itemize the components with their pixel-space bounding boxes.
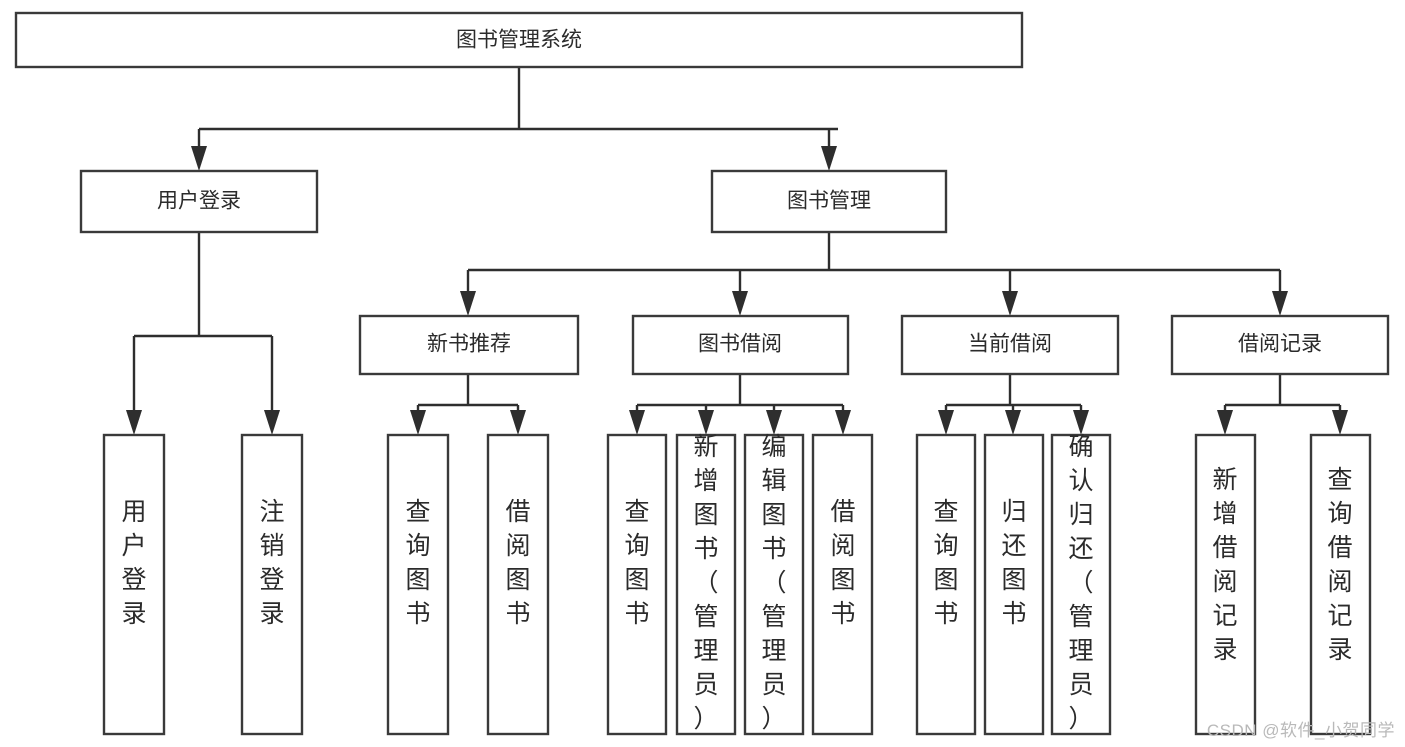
node-user-login[interactable]: 用户登录 <box>79 169 319 234</box>
leaf-borrow-3-rect[interactable] <box>743 433 805 736</box>
leaf-current-2-rect[interactable] <box>983 433 1045 736</box>
arrow-head-borrow <box>732 291 748 316</box>
leaf-new-book-1-rect[interactable] <box>386 433 450 736</box>
leaf-records-2-label: 查询借阅记录 <box>1327 466 1352 664</box>
arrow-head-records-c2 <box>1332 410 1348 435</box>
node-new-book-recommend-rect[interactable] <box>358 314 580 376</box>
edges-layer <box>126 67 1348 435</box>
arrow-head-borrow-c3 <box>766 410 782 435</box>
arrow-head-records-c1 <box>1217 410 1233 435</box>
leaf-records-2[interactable]: 查询借阅记录 <box>1309 433 1372 736</box>
leaf-new-book-1-label: 查询图书 <box>405 498 430 628</box>
leaf-current-1-rect[interactable] <box>915 433 977 736</box>
leaf-borrow-4-label: 借阅图书 <box>830 498 855 628</box>
arrow-head-new-book <box>460 291 476 316</box>
arrow-head-user-login-child2 <box>264 410 280 435</box>
node-new-book-recommend[interactable]: 新书推荐 <box>358 314 580 376</box>
arrow-head-borrow-c4 <box>835 410 851 435</box>
node-borrow-records-rect[interactable] <box>1170 314 1390 376</box>
node-book-borrow-label: 图书借阅 <box>698 333 782 356</box>
arrow-head-user-login-child1 <box>126 410 142 435</box>
leaf-current-2-label: 归还图书 <box>1001 498 1026 628</box>
leaf-current-3[interactable]: 确认归还（管理员） <box>1050 433 1112 736</box>
node-book-management-label: 图书管理 <box>787 190 871 213</box>
leaf-borrow-3-label: 编辑图书（管理员） <box>761 433 786 733</box>
leaf-borrow-4-rect[interactable] <box>811 433 874 736</box>
arrow-head-current-c3 <box>1073 410 1089 435</box>
leaf-user-login-1-label: 用户登录 <box>121 498 146 628</box>
arrow-head-borrow-c1 <box>629 410 645 435</box>
node-current-borrow[interactable]: 当前借阅 <box>900 314 1120 376</box>
leaf-borrow-1[interactable]: 查询图书 <box>606 433 668 736</box>
node-root[interactable]: 图书管理系统 <box>14 11 1024 69</box>
node-user-login-label: 用户登录 <box>157 190 241 213</box>
leaf-borrow-2-label: 新增图书（管理员） <box>693 433 718 733</box>
arrow-head-new-book-c1 <box>410 410 426 435</box>
node-new-book-recommend-label: 新书推荐 <box>427 333 511 356</box>
leaf-user-login-2[interactable]: 注销登录 <box>240 433 304 736</box>
leaf-current-3-label: 确认归还（管理员） <box>1068 433 1093 733</box>
leaf-records-1-rect[interactable] <box>1194 433 1257 736</box>
leaf-records-2-rect[interactable] <box>1309 433 1372 736</box>
leaf-user-login-2-rect[interactable] <box>240 433 304 736</box>
node-root-label: 图书管理系统 <box>456 29 582 52</box>
leaf-borrow-2-rect[interactable] <box>675 433 737 736</box>
leaf-new-book-2-label: 借阅图书 <box>505 498 530 628</box>
node-book-management-rect[interactable] <box>710 169 948 234</box>
leaf-current-1-label: 查询图书 <box>933 498 958 628</box>
leaf-records-1[interactable]: 新增借阅记录 <box>1194 433 1257 736</box>
arrow-head-user-login <box>191 146 207 171</box>
leaf-borrow-2[interactable]: 新增图书（管理员） <box>675 433 737 736</box>
node-root-rect[interactable] <box>14 11 1024 69</box>
node-current-borrow-rect[interactable] <box>900 314 1120 376</box>
node-book-borrow[interactable]: 图书借阅 <box>631 314 850 376</box>
leaf-new-book-2[interactable]: 借阅图书 <box>486 433 550 736</box>
leaf-borrow-1-rect[interactable] <box>606 433 668 736</box>
arrow-head-current-c2 <box>1005 410 1021 435</box>
leaf-current-1[interactable]: 查询图书 <box>915 433 977 736</box>
node-borrow-records[interactable]: 借阅记录 <box>1170 314 1390 376</box>
node-borrow-records-label: 借阅记录 <box>1238 333 1322 356</box>
leaf-current-3-rect[interactable] <box>1050 433 1112 736</box>
arrow-head-book-mgmt <box>821 146 837 171</box>
csdn-watermark: CSDN @软件_小贺同学 <box>1206 721 1395 740</box>
leaf-records-1-label: 新增借阅记录 <box>1212 466 1237 664</box>
node-book-borrow-rect[interactable] <box>631 314 850 376</box>
leaf-user-login-2-label: 注销登录 <box>259 498 284 628</box>
leaf-borrow-3[interactable]: 编辑图书（管理员） <box>743 433 805 736</box>
leaf-user-login-1[interactable]: 用户登录 <box>102 433 166 736</box>
arrow-head-current-c1 <box>938 410 954 435</box>
leaf-borrow-4[interactable]: 借阅图书 <box>811 433 874 736</box>
leaf-user-login-1-rect[interactable] <box>102 433 166 736</box>
leaf-new-book-1[interactable]: 查询图书 <box>386 433 450 736</box>
node-book-management[interactable]: 图书管理 <box>710 169 948 234</box>
leaf-borrow-1-label: 查询图书 <box>624 498 649 628</box>
node-user-login-rect[interactable] <box>79 169 319 234</box>
arrow-head-current <box>1002 291 1018 316</box>
node-current-borrow-label: 当前借阅 <box>968 333 1052 356</box>
arrow-head-records <box>1272 291 1288 316</box>
leaf-new-book-2-rect[interactable] <box>486 433 550 736</box>
arrow-head-new-book-c2 <box>510 410 526 435</box>
arrow-head-borrow-c2 <box>698 410 714 435</box>
leaf-current-2[interactable]: 归还图书 <box>983 433 1045 736</box>
